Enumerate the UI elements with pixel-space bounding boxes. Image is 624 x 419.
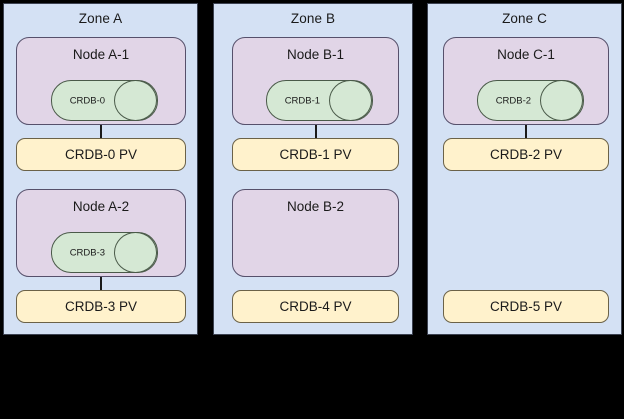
pv-label-crdb-2: CRDB-2 PV (489, 147, 562, 162)
node-box-b-1[interactable]: Node B-1 CRDB-1 (232, 37, 399, 125)
connector-crdb-0-to-pv (100, 125, 102, 138)
cylinder-cap (114, 80, 157, 121)
zone-title-a: Zone A (78, 11, 123, 26)
node-title-b-1: Node B-1 (286, 47, 345, 62)
connector-crdb-3-to-pv (100, 277, 102, 290)
node-box-a-1[interactable]: Node A-1 CRDB-0 (16, 37, 186, 125)
pv-box-crdb-3[interactable]: CRDB-3 PV (16, 290, 186, 323)
pv-label-crdb-3: CRDB-3 PV (64, 299, 137, 314)
pv-box-crdb-4[interactable]: CRDB-4 PV (232, 290, 399, 323)
pod-label-crdb-0: CRDB-0 (69, 95, 106, 106)
node-title-a-2: Node A-2 (72, 199, 130, 214)
node-title-c-1: Node C-1 (497, 47, 555, 62)
pv-box-crdb-0[interactable]: CRDB-0 PV (16, 138, 186, 171)
pv-box-crdb-1[interactable]: CRDB-1 PV (232, 138, 399, 171)
zone-title-c: Zone C (502, 11, 547, 26)
cylinder-cap (329, 80, 372, 121)
pv-label-crdb-0: CRDB-0 PV (64, 147, 137, 162)
pod-label-crdb-1: CRDB-1 (284, 95, 321, 106)
pv-label-crdb-4: CRDB-4 PV (279, 299, 352, 314)
cylinder-cap (114, 232, 157, 273)
zone-title-b: Zone B (290, 11, 336, 26)
pv-box-crdb-5[interactable]: CRDB-5 PV (443, 290, 609, 323)
zone-panel-a[interactable]: Zone A Node A-1 CRDB-0 CRDB-0 PV Node A-… (3, 3, 198, 335)
pv-label-crdb-5: CRDB-5 PV (489, 299, 562, 314)
pod-cylinder-crdb-3[interactable]: CRDB-3 (51, 232, 158, 273)
connector-crdb-1-to-pv (315, 125, 317, 138)
pod-cylinder-crdb-1[interactable]: CRDB-1 (266, 80, 373, 121)
node-box-b-2[interactable]: Node B-2 (232, 189, 399, 277)
zone-panel-c[interactable]: Zone C Node C-1 CRDB-2 CRDB-2 PV CRDB-5 … (427, 3, 622, 335)
node-title-a-1: Node A-1 (72, 47, 130, 62)
pod-label-crdb-3: CRDB-3 (69, 247, 106, 258)
pod-cylinder-crdb-2[interactable]: CRDB-2 (477, 80, 584, 121)
connector-crdb-2-to-pv (525, 125, 527, 138)
zone-panel-b[interactable]: Zone B Node B-1 CRDB-1 CRDB-1 PV Node B-… (213, 3, 413, 335)
pod-cylinder-crdb-0[interactable]: CRDB-0 (51, 80, 158, 121)
pv-label-crdb-1: CRDB-1 PV (279, 147, 352, 162)
node-box-c-1[interactable]: Node C-1 CRDB-2 (443, 37, 609, 125)
node-box-a-2[interactable]: Node A-2 CRDB-3 (16, 189, 186, 277)
pod-label-crdb-2: CRDB-2 (495, 95, 532, 106)
cylinder-cap (540, 80, 583, 121)
pv-box-crdb-2[interactable]: CRDB-2 PV (443, 138, 609, 171)
node-title-b-2: Node B-2 (286, 199, 345, 214)
